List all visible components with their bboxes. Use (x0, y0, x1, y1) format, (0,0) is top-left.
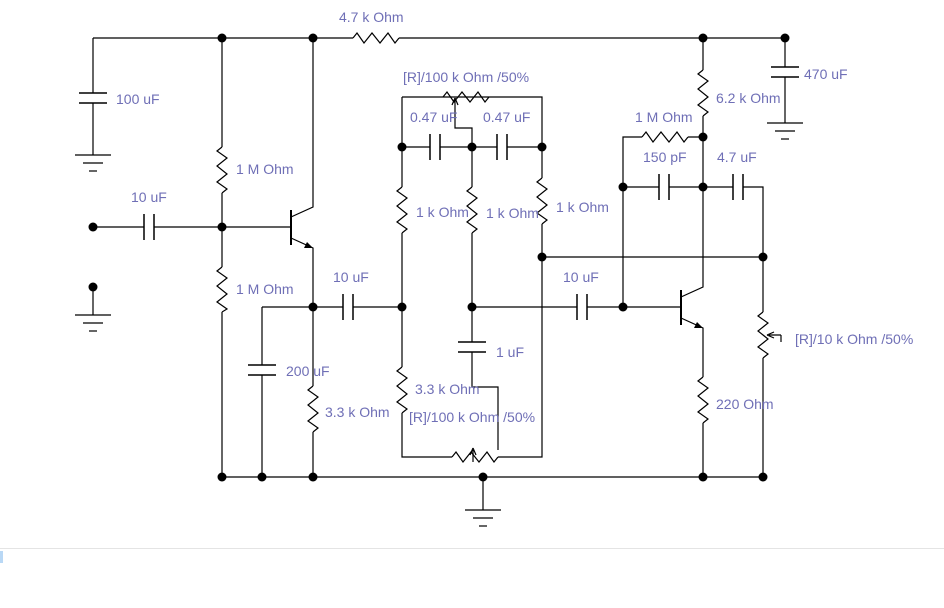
capacitor-stage2-10uF (576, 294, 588, 320)
resistor-220-emitter (696, 376, 710, 424)
label-r-emitter2: 220 Ohm (716, 396, 774, 412)
capacitor-047uF-left (429, 134, 441, 160)
potentiometer-bottom (451, 450, 499, 464)
resistor-47k-top (352, 31, 400, 45)
resistor-1M-upper (215, 146, 229, 194)
pot-top-wiper-icon (451, 97, 459, 112)
capacitor-470uF (771, 66, 799, 78)
tone-mid-wire (471, 147, 499, 450)
label-pot-output: [R]/10 k Ohm /50% (795, 331, 913, 347)
transistor1-emitter-wire (290, 237, 314, 307)
label-r-tone-lower: 3.3 k Ohm (415, 381, 480, 397)
label-r-collector2: 6.2 k Ohm (716, 90, 781, 106)
capacitor-100uF (79, 92, 107, 104)
label-r-feedback: 1 M Ohm (635, 109, 693, 125)
resistor-1k-mid (465, 186, 479, 234)
capacitor-input-10uF (143, 214, 155, 240)
transistor2-emitter-arrow (694, 322, 703, 328)
ground-icon-center (465, 509, 501, 527)
capacitor-47uF (732, 174, 744, 200)
status-marker (0, 551, 3, 563)
capacitor-200uF (248, 364, 276, 376)
transistor2-collector-wire (680, 187, 704, 298)
tone-left-wire (401, 147, 543, 458)
label-c-stage1-out: 10 uF (333, 269, 369, 285)
resistor-33k-tone (395, 366, 409, 414)
label-c-input: 10 uF (131, 189, 167, 205)
status-strip (0, 548, 944, 604)
label-c-feedback: 150 pF (643, 149, 687, 165)
resistor-1k-left (395, 186, 409, 234)
label-pot-top: [R]/100 k Ohm /50% (403, 69, 529, 85)
potentiometer-top (442, 90, 490, 104)
resistor-1k-right (535, 177, 549, 225)
ground-icon-supply-right (767, 122, 803, 140)
label-r-tone-right: 1 k Ohm (556, 199, 609, 215)
label-c-output: 4.7 uF (717, 149, 757, 165)
pot-bottom-wiper-icon (469, 447, 477, 462)
label-c-tone-left: 0.47 uF (410, 109, 457, 125)
feedback-cap-wire (623, 186, 764, 312)
capacitor-150pF (658, 174, 670, 200)
potentiometer-output (756, 311, 770, 359)
label-c-emitter1: 200 uF (286, 363, 330, 379)
label-r-emitter1: 3.3 k Ohm (325, 404, 390, 420)
resistor-33k-emitter (306, 385, 320, 433)
label-r-tone-mid: 1 k Ohm (486, 205, 539, 221)
label-c-supply-right: 470 uF (804, 66, 848, 82)
label-c-tone-right: 0.47 uF (483, 109, 530, 125)
capacitor-1uF (458, 341, 486, 353)
label-pot-bottom: [R]/100 k Ohm /50% (409, 409, 535, 425)
pot-top-wiper-wire (454, 112, 473, 147)
junction-dots (88, 33, 790, 482)
label-r-tone-left: 1 k Ohm (416, 204, 469, 220)
label-r-bias-upper: 1 M Ohm (236, 161, 294, 177)
label-c-stage2-in: 10 uF (563, 269, 599, 285)
resistor-62k-collector (696, 69, 710, 117)
capacitor-stage1-10uF (342, 294, 354, 320)
label-r-bias-lower: 1 M Ohm (236, 281, 294, 297)
transistor1-collector-wire (290, 38, 314, 218)
label-c-tone-mid: 1 uF (496, 344, 524, 360)
label-c-supply-left: 100 uF (116, 91, 160, 107)
resistor-1M-lower (215, 266, 229, 313)
resistor-1M-feedback (641, 130, 689, 144)
capacitor-047uF-right (496, 134, 508, 160)
transistor1-emitter-arrow (304, 242, 313, 248)
ground-icon-supply-left (75, 154, 111, 172)
ground-icon-input (75, 314, 111, 332)
label-r-top: 4.7 k Ohm (339, 9, 404, 25)
pot-output-wiper-icon (766, 331, 782, 342)
